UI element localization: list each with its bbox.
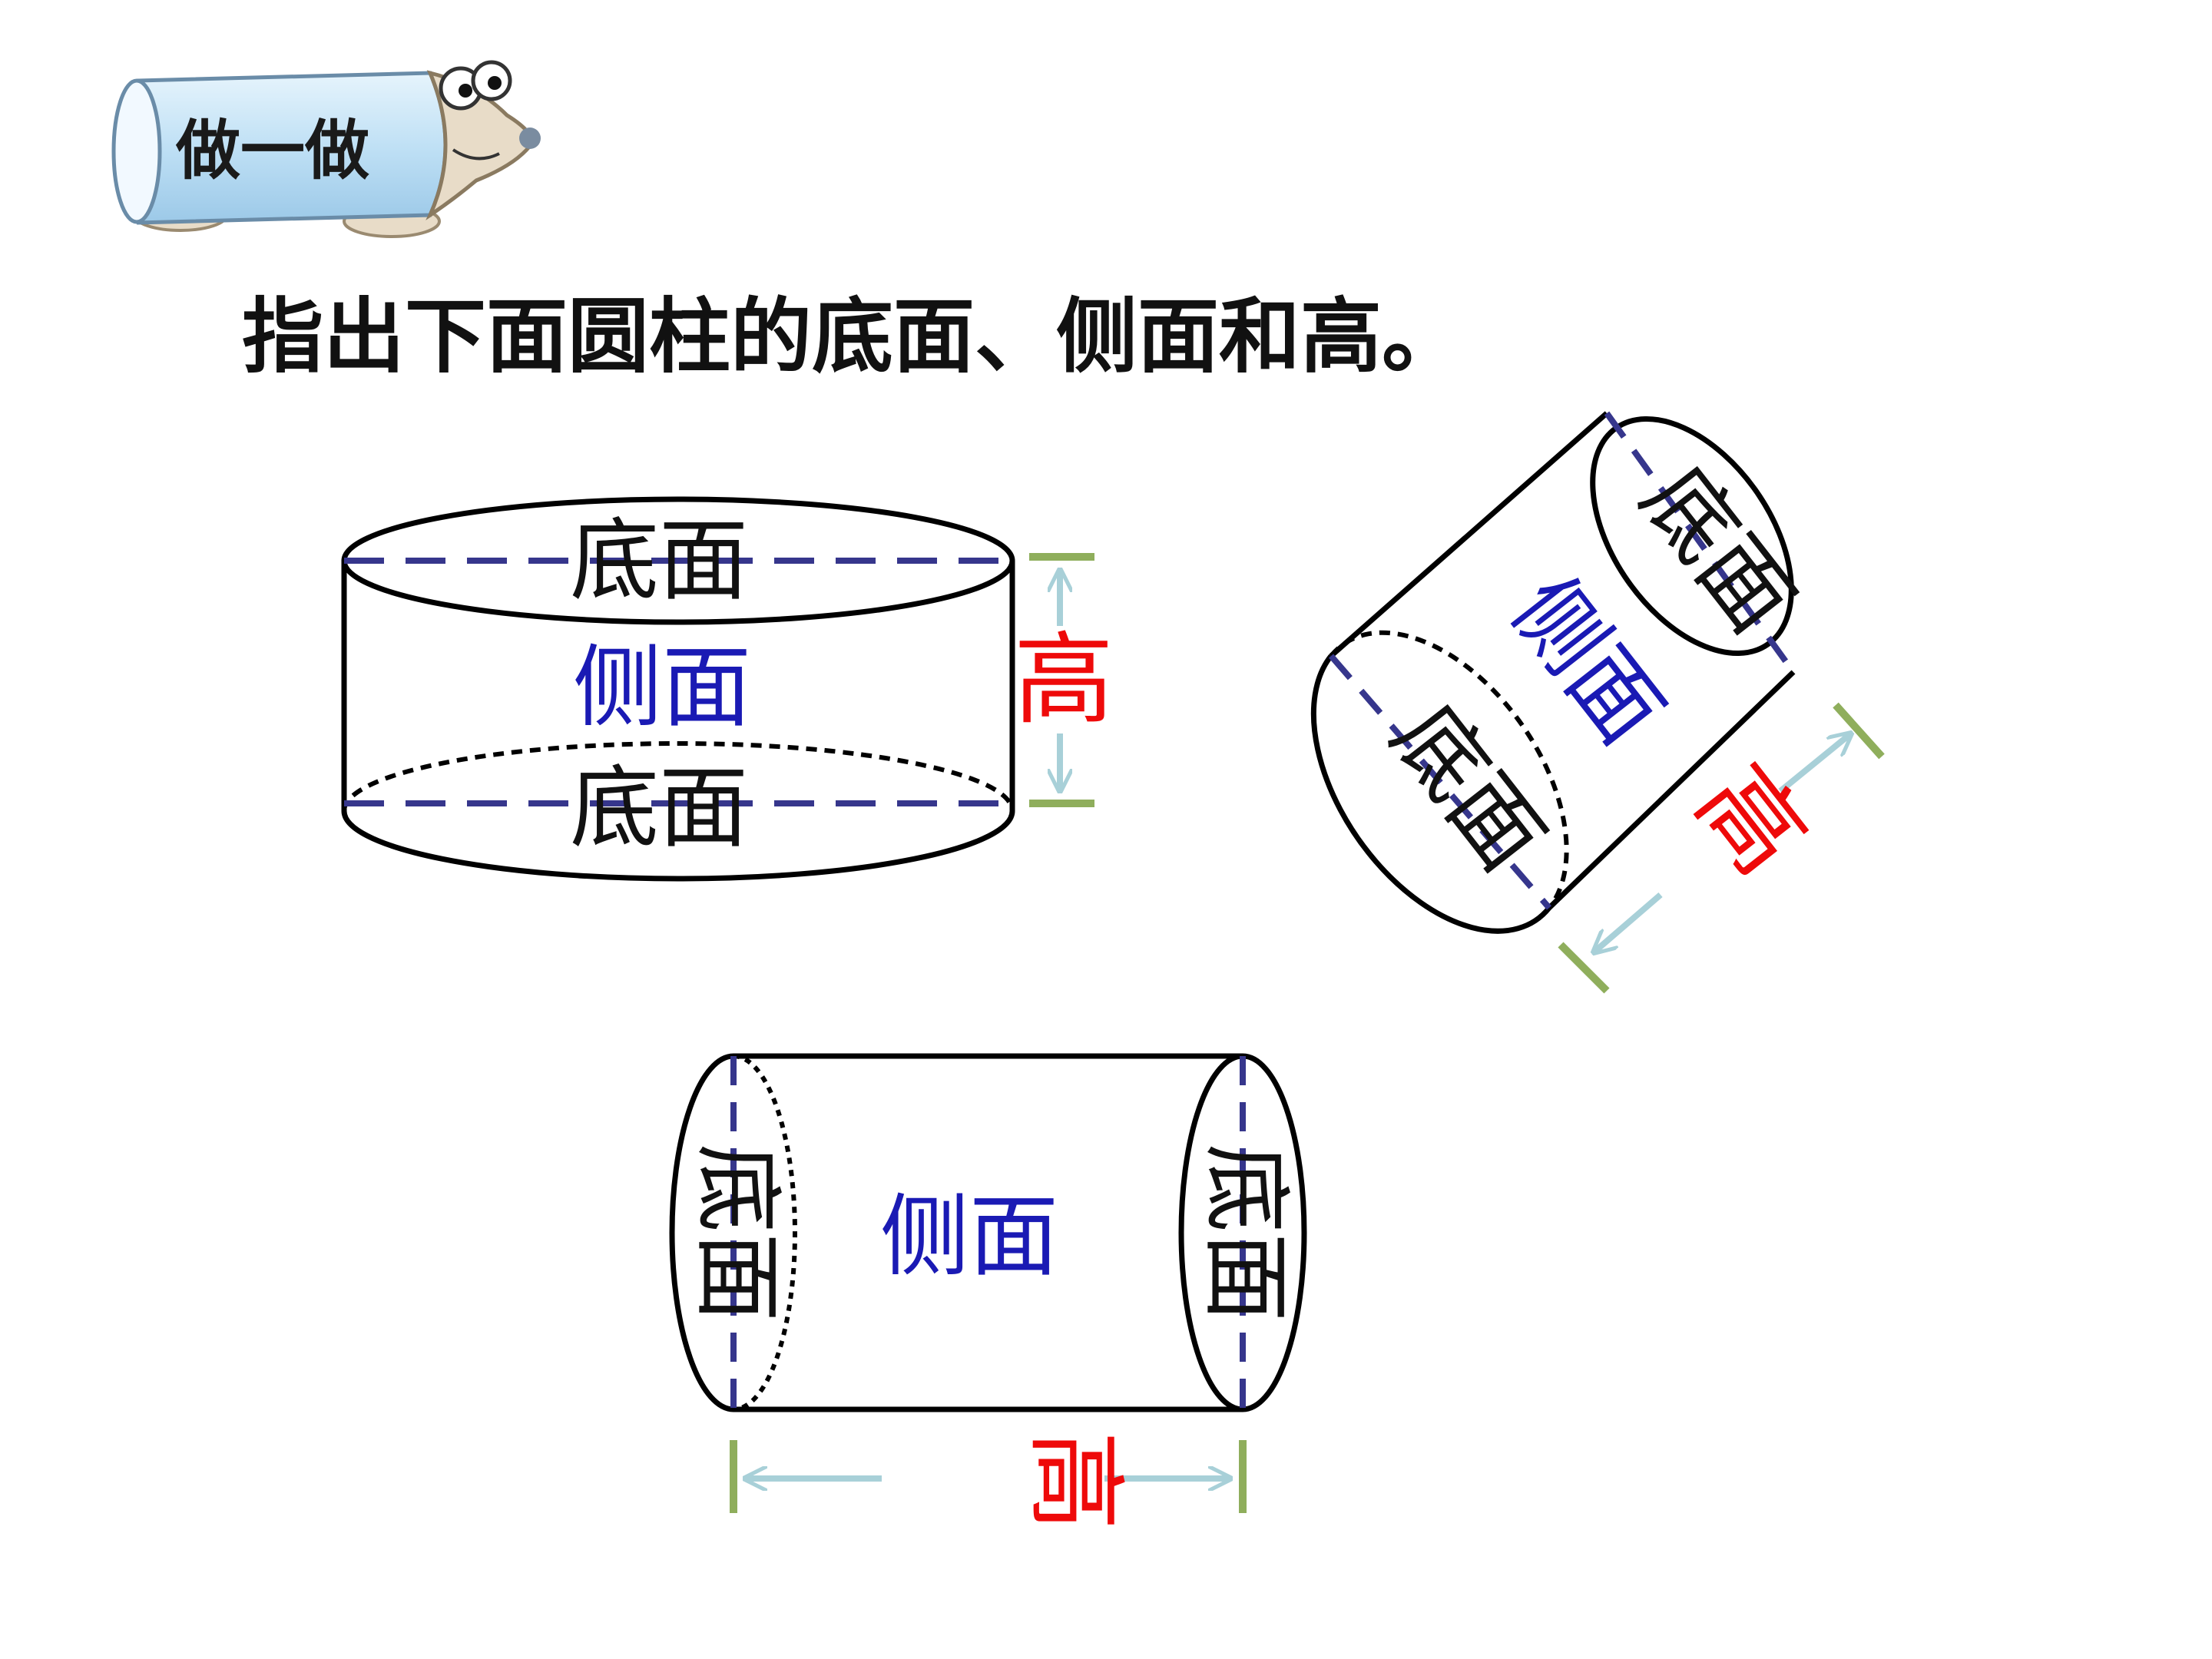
arrow-up-right-icon: [1778, 733, 1851, 794]
lower-base-hidden-edge: [1329, 630, 1569, 909]
height-label: 高: [1017, 1431, 1134, 1531]
badge-label: 做一做: [175, 113, 369, 188]
left-base-label: 底面: [685, 1144, 789, 1322]
mouse-nose-icon: [519, 127, 541, 149]
lower-base-label: 底面: [1373, 686, 1564, 890]
height-dimension: 高: [730, 1431, 1247, 1531]
dimension-tick-bottom: [1558, 942, 1610, 994]
cylinder-upright: 底面 侧面 底面 高: [341, 496, 1114, 882]
arrow-down-left-icon: [1594, 892, 1663, 952]
lower-diameter: [1328, 654, 1552, 910]
side-label: 侧面: [1492, 559, 1683, 763]
top-base-label: 底面: [570, 509, 748, 613]
side-edge-bottom: [1547, 670, 1796, 910]
left-base-hidden-edge: [733, 1054, 797, 1412]
upper-diameter: [1604, 411, 1796, 674]
bottom-hidden-edge: [342, 741, 1015, 812]
cylinder-tilted: 底面 侧面 底面 高: [1310, 411, 1885, 994]
right-base-label: 底面: [1194, 1144, 1297, 1322]
badge-end-cap: [111, 78, 162, 224]
height-label: 高: [1014, 621, 1114, 738]
lower-base-front-edge: [1310, 654, 1551, 934]
cylinder-horizontal: 底面 侧面 底面 高: [669, 1053, 1307, 1531]
side-label: 侧面: [573, 636, 751, 740]
page-title: 指出下面圆柱的底面、侧面和高。: [242, 290, 1463, 384]
bottom-base-label: 底面: [570, 757, 748, 860]
height-dimension: 高: [1014, 553, 1114, 807]
side-edge-top: [1329, 411, 1609, 658]
badge: 做一做: [111, 60, 541, 238]
bottom-front-edge: [341, 810, 1015, 882]
side-label: 侧面: [880, 1185, 1058, 1289]
left-base-front-edge: [669, 1053, 734, 1412]
dimension-tick-top: [1833, 702, 1885, 760]
